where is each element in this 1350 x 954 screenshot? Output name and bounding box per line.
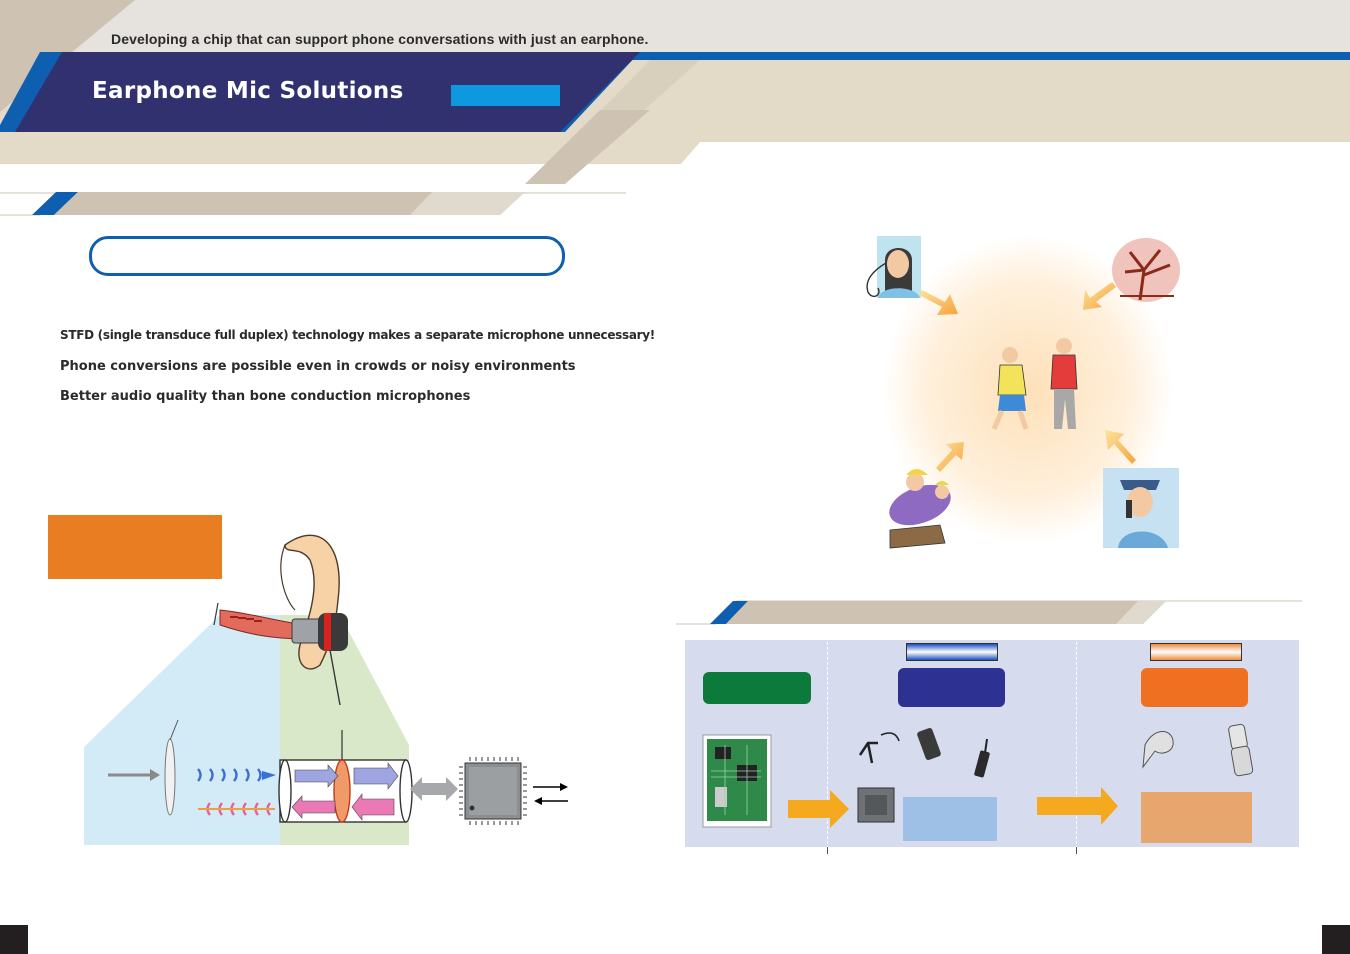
stage-label-navy	[898, 668, 1005, 707]
divider-tick-1	[827, 847, 828, 854]
page-title: Earphone Mic Solutions	[92, 78, 404, 104]
small-chip-icon	[857, 787, 895, 823]
section-bar-right	[676, 600, 1302, 625]
page-mark-left	[0, 925, 28, 954]
section-bar-left	[0, 192, 626, 216]
header-background	[0, 0, 1350, 200]
title-blue-bar	[451, 85, 560, 106]
tagline: Developing a chip that can support phone…	[111, 31, 649, 47]
outline-heading-box	[89, 236, 565, 276]
feature-line-2: Phone conversions are possible even in c…	[60, 359, 576, 374]
walkie-talkie-icon	[917, 728, 990, 778]
roadmap-products	[702, 723, 1254, 843]
circuit-board-icon	[702, 734, 772, 828]
police-officer-icon	[1103, 468, 1179, 548]
headset-operator-icon	[866, 236, 921, 298]
stage-label-orange	[1141, 668, 1248, 707]
stage-tab-blue	[906, 643, 998, 661]
feature-line-3: Better audio quality than bone conductio…	[60, 389, 471, 404]
earphone-accessory-icon	[858, 732, 900, 764]
running-people-icon	[991, 338, 1078, 431]
stage-tab-orange	[1150, 643, 1242, 661]
mother-child-icon	[889, 469, 951, 549]
page-mark-right	[1322, 925, 1350, 954]
usage-scenes-diagram	[866, 235, 1180, 549]
earphone-icon	[213, 602, 348, 706]
chip-icon	[459, 757, 527, 825]
divider-tick-2	[1076, 847, 1077, 854]
divider-dashed-1	[827, 642, 828, 854]
divider-dashed-2	[1076, 642, 1077, 854]
feature-line-1: STFD (single transduce full duplex) tech…	[60, 328, 655, 342]
transducer-cylinder	[278, 730, 413, 823]
flip-phone-icon	[1228, 723, 1254, 777]
stage-label-green	[703, 672, 811, 704]
orange-label-box	[48, 515, 222, 579]
bluetooth-headset-icon	[1142, 731, 1174, 769]
blue-placeholder-box	[903, 797, 997, 841]
windy-tree-icon	[1112, 238, 1180, 302]
earphone-diagram	[84, 534, 568, 845]
orange-placeholder-box	[1141, 792, 1252, 843]
